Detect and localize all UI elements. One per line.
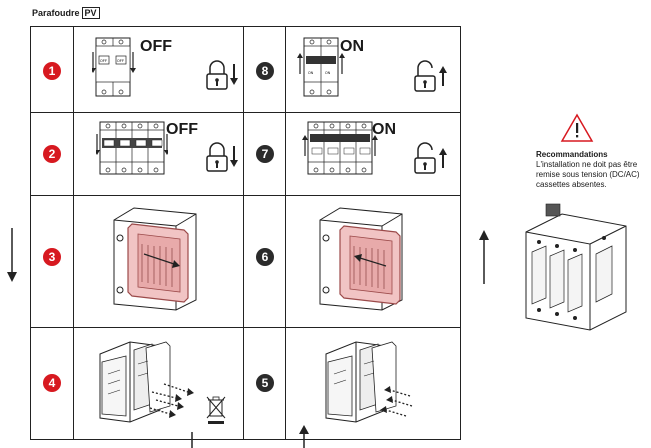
step-badge-6: 6 [256, 248, 274, 266]
recommendations-line: remise sous tension (DC/AC) [536, 170, 640, 179]
step-badge-8: 8 [256, 62, 274, 80]
base-without-cartridges [525, 203, 627, 331]
recommendations-block: Recommandations L'installation ne doit p… [536, 150, 648, 190]
recommendations-title: Recommandations [536, 150, 608, 159]
arrow-up-icon [479, 230, 489, 284]
module-2pole-off: OFF OFF [92, 37, 136, 97]
module-label-on: ON [325, 71, 331, 75]
module-4pole-off [96, 121, 168, 175]
state-label-7: ON [372, 121, 396, 138]
enclosure-cartridge-step6 [319, 207, 403, 311]
procedure-grid [30, 26, 461, 440]
module-insertion-step5 [325, 341, 413, 423]
weee-bin-icon [206, 396, 226, 424]
enclosure-cartridge-step3 [113, 207, 197, 311]
recommendations-line: cassettes absentes. [536, 180, 607, 189]
step-badge-1: 1 [43, 62, 61, 80]
arrow-up-icon [299, 425, 309, 448]
lock-open-icon [414, 60, 447, 92]
warning-triangle-icon [560, 113, 594, 142]
module-2pole-on: ON ON [297, 37, 345, 97]
lock-open-icon [414, 142, 447, 174]
step-badge-3: 3 [43, 248, 61, 266]
module-label-off: OFF [100, 59, 107, 63]
arrow-down-icon [7, 228, 17, 282]
step-badge-5: 5 [256, 374, 274, 392]
lock-closed-icon [206, 142, 238, 172]
arrow-down-icon [191, 432, 193, 448]
state-label-2: OFF [166, 121, 198, 138]
state-label-1: OFF [140, 38, 172, 55]
pv-tag: PV [81, 7, 100, 19]
lock-closed-icon [206, 60, 238, 90]
step-badge-2: 2 [43, 145, 61, 163]
module-removal-step4 [99, 341, 194, 423]
step-badge-7: 7 [256, 145, 274, 163]
module-label-off: OFF [117, 59, 124, 63]
recommendations-line: L'installation ne doit pas être [536, 160, 638, 169]
module-4pole-on [302, 121, 378, 175]
state-label-8: ON [340, 38, 364, 55]
step-badge-4: 4 [43, 374, 61, 392]
module-label-on: ON [308, 71, 314, 75]
